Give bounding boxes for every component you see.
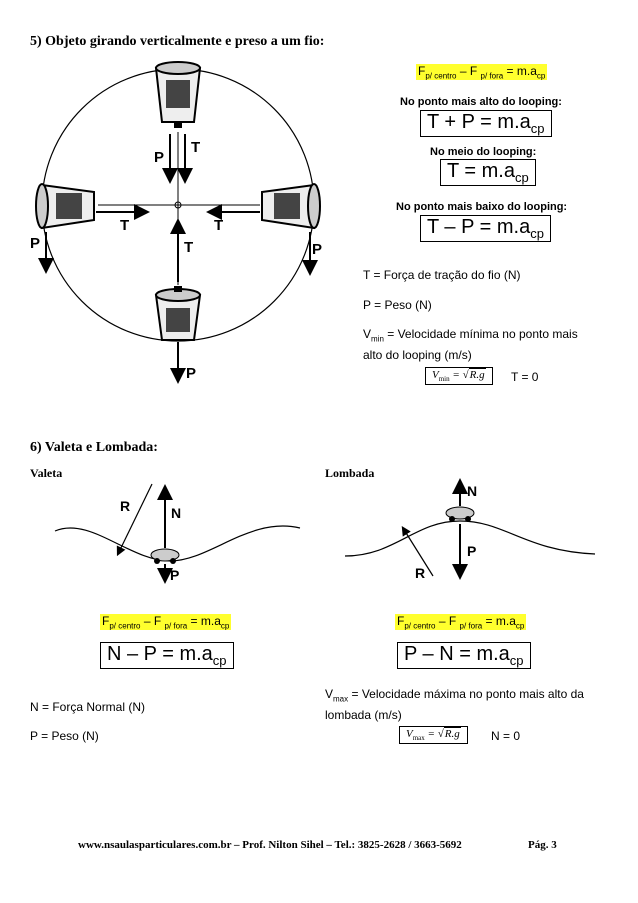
right-bucket [261, 183, 321, 230]
lombada-label-R: R [415, 565, 425, 581]
looping-figure: P T T P T P T P [30, 61, 322, 384]
label-T-bottom: T [184, 239, 193, 256]
label-P-right: P [312, 241, 322, 258]
lombada-equation: P – N = m.acp [397, 642, 531, 669]
definition-P: P = Peso (N) [363, 298, 432, 312]
definition-vmax: Vmax = Velocidade máxima no ponto mais a… [325, 687, 584, 723]
label-P-top: P [154, 149, 164, 166]
section-6-title: 6) Valeta e Lombada: [30, 440, 158, 455]
top-point-equation: T + P = m.acp [420, 110, 552, 137]
lombada-title: Lombada [325, 466, 375, 480]
lombada-ground [344, 520, 596, 557]
definition-N: N = Força Normal (N) [30, 700, 146, 714]
lombada-label-N: N [467, 483, 477, 499]
label-T-top: T [191, 139, 200, 156]
definition-vmin: Vmin = Velocidade mínima no ponto mais a… [363, 327, 578, 363]
car-valeta [150, 548, 180, 564]
middle-point-equation: T = m.acp [440, 159, 536, 186]
bottom-bucket [154, 286, 202, 341]
label-P-left: P [30, 235, 40, 252]
vmax-formula: Vmax = √R.g [399, 726, 468, 745]
valeta-label-R: R [120, 498, 130, 514]
valeta-equation: N – P = m.acp [100, 642, 234, 669]
definition-P-valeta: P = Peso (N) [30, 729, 99, 743]
valeta-title: Valeta [30, 466, 63, 480]
vmin-formula: Vmin = √R.g [425, 367, 493, 386]
definition-T: T = Força de tração do fio (N) [363, 268, 521, 282]
valeta-figure: R N P [54, 483, 301, 584]
page-number: Pág. 3 [528, 839, 557, 851]
label-P-bottom: P [186, 365, 196, 382]
valeta-label-N: N [171, 505, 181, 521]
section-5-title: 5) Objeto girando verticalmente e preso … [30, 34, 325, 49]
bottom-point-label: No ponto mais baixo do looping: [396, 201, 568, 213]
car-lombada [445, 506, 475, 522]
force-equation-looping: Fp/ centro – F p/ fora = m.acp [416, 64, 548, 81]
lombada-label-P: P [467, 543, 476, 559]
valeta-force-equation: Fp/ centro – F p/ fora = m.acp [100, 614, 232, 631]
lombada-figure: N P R [344, 478, 596, 581]
normal-condition: N = 0 [491, 729, 521, 743]
top-bucket [154, 61, 202, 128]
tension-condition: T = 0 [511, 370, 539, 384]
bottom-point-equation: T – P = m.acp [420, 215, 551, 242]
footer-text: www.nsaulasparticulares.com.br – Prof. N… [78, 839, 462, 851]
lombada-force-equation: Fp/ centro – F p/ fora = m.acp [395, 614, 527, 631]
left-bucket [35, 183, 95, 230]
label-T-right: T [214, 217, 223, 234]
valeta-label-P: P [170, 567, 179, 583]
label-T-left: T [120, 217, 129, 234]
top-point-label: No ponto mais alto do looping: [400, 96, 562, 108]
middle-point-label: No meio do looping: [430, 146, 537, 158]
